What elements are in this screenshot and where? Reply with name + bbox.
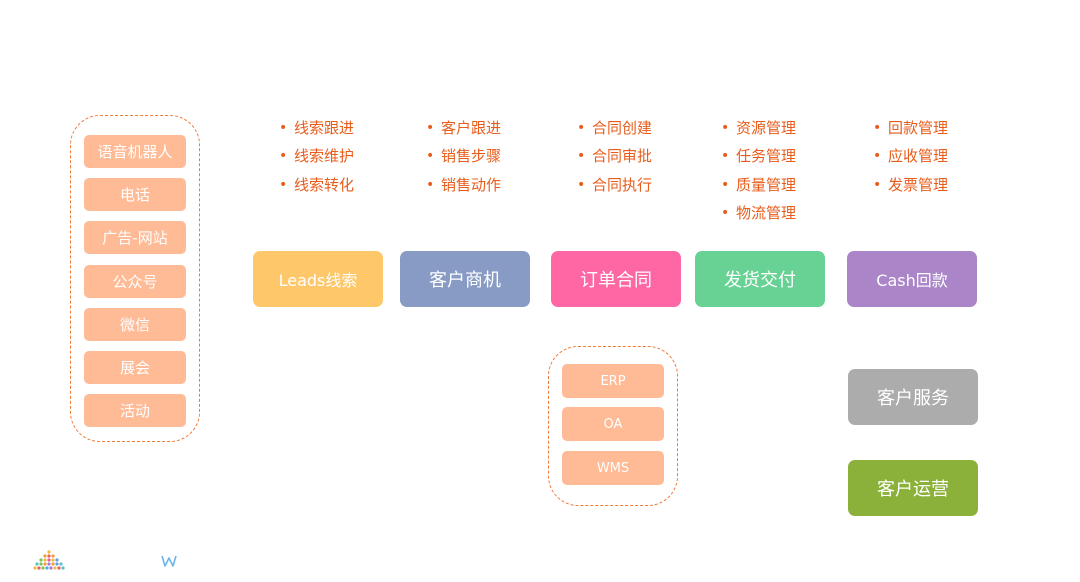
system-chip-erp: ERP — [562, 364, 664, 398]
bullet-item: 线索维护 — [279, 147, 354, 175]
bullet-item: 物流管理 — [721, 204, 796, 232]
lead-source-group: 语音机器人 电话 广告-网站 公众号 微信 展会 活动 — [70, 115, 200, 442]
bullet-item: 线索转化 — [279, 176, 354, 204]
customer-operation-box: 客户运营 — [848, 460, 978, 516]
logo-icon — [33, 550, 65, 570]
stage-bullets-leads: 线索跟进 线索维护 线索转化 — [279, 119, 354, 204]
stage-box-opportunity: 客户商机 — [400, 251, 530, 307]
customer-service-box: 客户服务 — [848, 369, 978, 425]
stage-bullets-contract: 合同创建 合同审批 合同执行 — [577, 119, 652, 204]
bullet-item: 线索跟进 — [279, 119, 354, 147]
source-chip-official-account: 公众号 — [84, 265, 186, 298]
bullet-item: 客户跟进 — [426, 119, 501, 147]
bullet-item: 合同审批 — [577, 147, 652, 175]
bullet-item: 任务管理 — [721, 147, 796, 175]
bullet-item: 资源管理 — [721, 119, 796, 147]
bullet-item: 销售动作 — [426, 176, 501, 204]
bullet-item: 合同创建 — [577, 119, 652, 147]
bullet-item: 应收管理 — [873, 147, 948, 175]
source-chip-voice-robot: 语音机器人 — [84, 135, 186, 168]
stage-box-cash: Cash回款 — [847, 251, 977, 307]
bullet-item: 发票管理 — [873, 176, 948, 204]
stage-bullets-cash: 回款管理 应收管理 发票管理 — [873, 119, 948, 204]
source-chip-ad-website: 广告-网站 — [84, 221, 186, 254]
system-chip-wms: WMS — [562, 451, 664, 485]
source-chip-wechat: 微信 — [84, 308, 186, 341]
source-chip-phone: 电话 — [84, 178, 186, 211]
bullet-item: 销售步骤 — [426, 147, 501, 175]
stage-bullets-opportunity: 客户跟进 销售步骤 销售动作 — [426, 119, 501, 204]
bullet-item: 回款管理 — [873, 119, 948, 147]
system-chip-oa: OA — [562, 407, 664, 441]
source-chip-exhibition: 展会 — [84, 351, 186, 384]
source-chip-event: 活动 — [84, 394, 186, 427]
stage-box-leads: Leads线索 — [253, 251, 383, 307]
brand-mark-icon — [161, 555, 177, 567]
system-group: ERP OA WMS — [548, 346, 678, 506]
stage-box-delivery: 发货交付 — [695, 251, 825, 307]
bullet-item: 质量管理 — [721, 176, 796, 204]
stage-bullets-delivery: 资源管理 任务管理 质量管理 物流管理 — [721, 119, 796, 232]
bullet-item: 合同执行 — [577, 176, 652, 204]
stage-box-contract: 订单合同 — [551, 251, 681, 307]
